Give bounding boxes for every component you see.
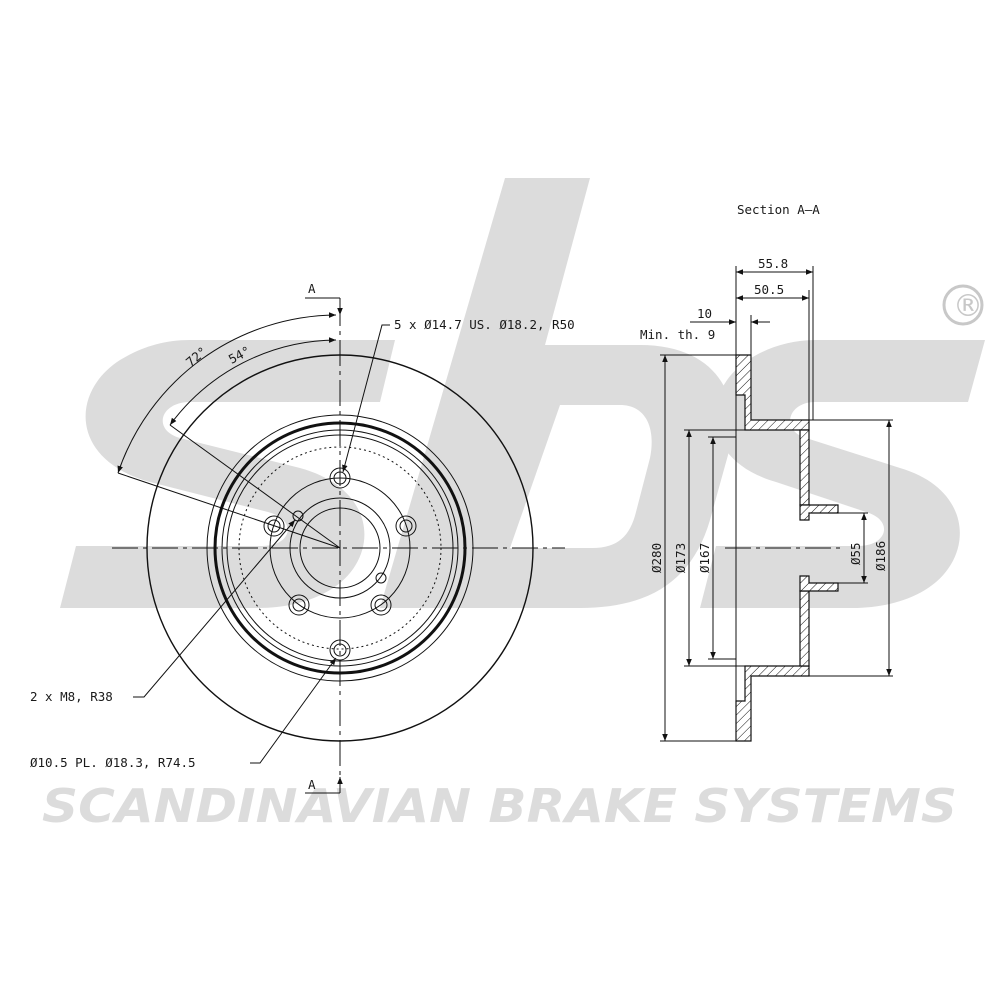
svg-text:50.5: 50.5 <box>754 282 784 297</box>
svg-text:Ø10.5 PL. Ø18.3, R74.5: Ø10.5 PL. Ø18.3, R74.5 <box>30 755 196 770</box>
callout-bolt-holes: 5 x Ø14.7 US. Ø18.2, R50 <box>342 317 575 473</box>
section-view: Section A–A Ø280 Ø173 <box>640 202 893 742</box>
threaded-hole <box>292 510 304 522</box>
bolt-hole <box>288 594 310 616</box>
svg-text:Ø173: Ø173 <box>673 543 688 573</box>
section-marker-top: A <box>305 281 343 315</box>
svg-text:55.8: 55.8 <box>758 256 788 271</box>
hat-step-1 <box>221 429 459 667</box>
svg-text:A: A <box>308 777 316 792</box>
dim-hat-height: 50.5 <box>736 282 810 420</box>
brand-tagline: SCANDINAVIAN BRAKE SYSTEMS <box>42 779 957 833</box>
svg-text:Ø55: Ø55 <box>848 542 863 565</box>
dim-dia-167: Ø167 <box>697 436 736 660</box>
svg-text:A: A <box>308 281 316 296</box>
dim-overall-height: 55.8 <box>735 256 814 420</box>
svg-text:Ø167: Ø167 <box>697 543 712 573</box>
section-marker-bottom: A <box>305 777 343 794</box>
angle-leader-72 <box>117 472 341 549</box>
svg-text:Ø186: Ø186 <box>873 541 888 571</box>
angle-arc-54 <box>169 337 337 426</box>
hat-outer-edge <box>213 421 467 675</box>
front-view: 72° 54° A A 5 x Ø14.7 US. Ø18.2, R50 2 x… <box>30 281 575 794</box>
section-hat-wall-bottom <box>799 590 810 667</box>
center-bore <box>299 507 381 589</box>
dim-dia-55: Ø55 <box>838 512 868 584</box>
logo-letter-s-right <box>700 340 985 608</box>
pin-hole-circle <box>238 446 442 650</box>
hat-step-2 <box>226 434 454 662</box>
section-hat-wall-top <box>799 429 810 506</box>
svg-text:Ø280: Ø280 <box>649 543 664 573</box>
svg-text:5 x Ø14.7 US. Ø18.2, R50: 5 x Ø14.7 US. Ø18.2, R50 <box>394 317 575 332</box>
bolt-hole <box>263 515 285 537</box>
disc-outer-edge <box>146 354 534 742</box>
bolt-hole <box>370 594 392 616</box>
threaded-holes <box>292 510 387 584</box>
dim-thickness: 10 <box>690 306 770 355</box>
bolt-hole <box>329 467 351 489</box>
bolt-hole <box>395 515 417 537</box>
threaded-hole <box>375 572 387 584</box>
dim-dia-173: Ø173 <box>673 429 708 667</box>
angle-leader-54 <box>169 424 341 549</box>
callout-threaded-holes: 2 x M8, R38 <box>30 519 296 704</box>
disc-friction-inner <box>206 414 474 682</box>
section-flange-top <box>799 504 839 521</box>
logo-letter-b <box>380 178 733 608</box>
min-thickness-label: Min. th. 9 <box>640 327 715 342</box>
dim-dia-186: Ø186 <box>809 419 893 677</box>
registered-mark: ® <box>953 289 983 324</box>
svg-text:2 x M8, R38: 2 x M8, R38 <box>30 689 113 704</box>
section-flange-bottom <box>799 575 839 592</box>
bolt-holes <box>263 467 417 616</box>
callout-pin-hole: Ø10.5 PL. Ø18.3, R74.5 <box>30 657 337 770</box>
dim-dia-280: Ø280 <box>649 354 736 742</box>
registered-circle <box>942 284 984 326</box>
svg-text:10: 10 <box>697 306 712 321</box>
section-friction-ring-bottom <box>735 665 810 742</box>
section-title: Section A–A <box>737 202 820 217</box>
center-bore-outer <box>289 497 391 599</box>
bolt-pitch-circle <box>269 477 411 619</box>
pin-hole <box>329 639 351 661</box>
